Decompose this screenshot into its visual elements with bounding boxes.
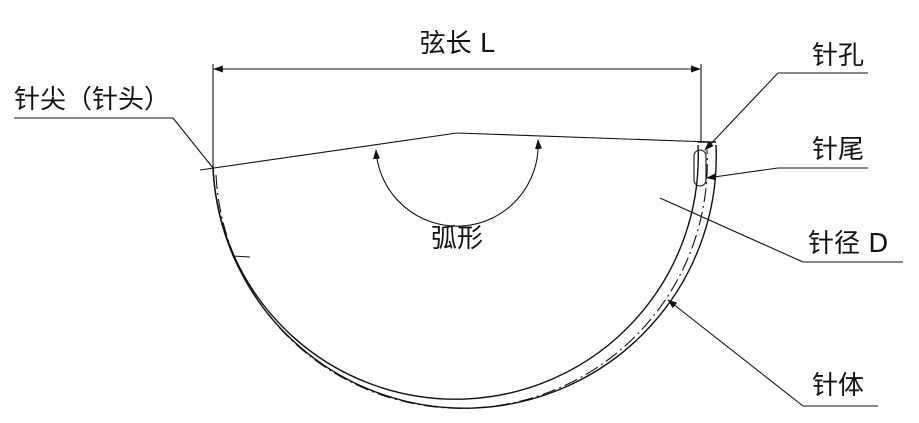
arc-angle-indicator	[373, 139, 542, 227]
tail-leader	[706, 167, 779, 181]
needle-diameter-label: 针径 D	[808, 229, 888, 259]
needle-tail-label: 针尾	[812, 135, 864, 165]
reference-line-right	[456, 132, 711, 143]
needle-outer-edge	[212, 144, 717, 409]
needle-centerline	[215, 149, 708, 409]
needle-tip-label: 针尖（针头）	[14, 85, 170, 115]
needle-eye-slot	[693, 149, 707, 187]
reference-line-left	[199, 132, 458, 171]
arc-shape-label: 弧形	[431, 224, 483, 254]
section-mark	[232, 255, 251, 258]
diameter-leader	[659, 197, 804, 263]
needle-inner-edge	[212, 144, 699, 400]
tip-leader	[172, 117, 214, 169]
eye-leader	[704, 72, 779, 151]
body-leader	[667, 299, 804, 407]
needle-body-label: 针体	[812, 371, 864, 401]
chord-length-label: 弦长 L	[420, 29, 495, 59]
needle-eye-label: 针孔	[812, 41, 864, 71]
